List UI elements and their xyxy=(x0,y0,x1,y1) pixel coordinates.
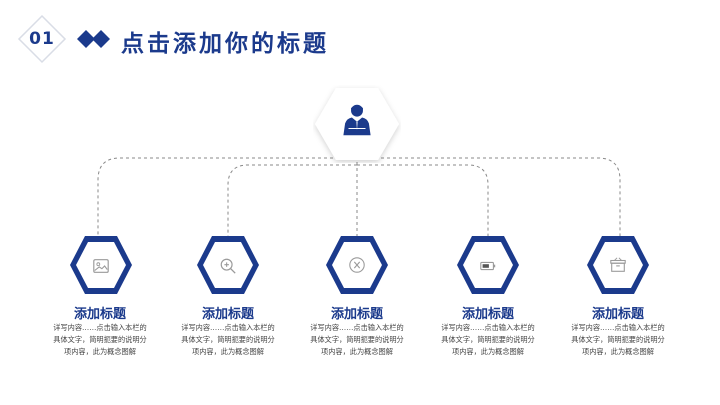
item-5-desc-line: 项内容，此为概念图解 xyxy=(582,347,654,356)
item-1-desc-line: 项内容，此为概念图解 xyxy=(64,347,136,356)
title-diamond-icon xyxy=(77,30,110,48)
item-4-desc-line: 具体文字，简明扼要的说明分 xyxy=(441,335,535,344)
item-5-desc-line: 详写内容……点击输入本栏的 xyxy=(571,323,665,332)
item-2-desc: 详写内容……点击输入本栏的 具体文字，简明扼要的说明分 项内容，此为概念图解 xyxy=(166,322,290,358)
item-4-desc-line: 项内容，此为概念图解 xyxy=(452,347,524,356)
section-number: 01 xyxy=(29,29,55,49)
item-3-title: 添加标题 xyxy=(330,307,383,322)
close-circle-icon xyxy=(349,257,365,273)
item-3-desc: 详写内容……点击输入本栏的 具体文字，简明扼要的说明分 项内容，此为概念图解 xyxy=(295,322,419,358)
item-1-title: 添加标题 xyxy=(73,307,126,322)
item-5-desc-line: 具体文字，简明扼要的说明分 xyxy=(571,335,665,344)
item-5-title: 添加标题 xyxy=(591,307,644,322)
item-3-desc-line: 项内容，此为概念图解 xyxy=(321,347,393,356)
item-5-desc: 详写内容……点击输入本栏的 具体文字，简明扼要的说明分 项内容，此为概念图解 xyxy=(556,322,680,358)
item-2-title: 添加标题 xyxy=(201,307,254,322)
item-2-desc-line: 详写内容……点击输入本栏的 xyxy=(181,323,275,332)
node-5-hexagon xyxy=(587,236,649,294)
battery-icon xyxy=(480,261,496,271)
page-title: 点击添加你的标题 xyxy=(121,31,329,57)
item-3-desc-line: 详写内容……点击输入本栏的 xyxy=(310,323,404,332)
item-3-desc-line: 具体文字，简明扼要的说明分 xyxy=(310,335,404,344)
archive-box-icon xyxy=(610,257,626,272)
item-1-desc: 详写内容……点击输入本栏的 具体文字，简明扼要的说明分 项内容，此为概念图解 xyxy=(38,322,162,358)
zoom-in-icon xyxy=(220,258,236,274)
number-badge xyxy=(17,14,67,64)
image-icon xyxy=(93,259,109,273)
item-4-desc: 详写内容……点击输入本栏的 具体文字，简明扼要的说明分 项内容，此为概念图解 xyxy=(426,322,550,358)
item-4-desc-line: 详写内容……点击输入本栏的 xyxy=(441,323,535,332)
item-2-desc-line: 具体文字，简明扼要的说明分 xyxy=(181,335,275,344)
item-4-title: 添加标题 xyxy=(461,307,514,322)
node-1-hexagon xyxy=(70,236,132,294)
item-1-desc-line: 详写内容……点击输入本栏的 xyxy=(53,323,147,332)
item-2-desc-line: 项内容，此为概念图解 xyxy=(192,347,264,356)
person-icon xyxy=(343,104,371,136)
item-1-desc-line: 具体文字，简明扼要的说明分 xyxy=(53,335,147,344)
